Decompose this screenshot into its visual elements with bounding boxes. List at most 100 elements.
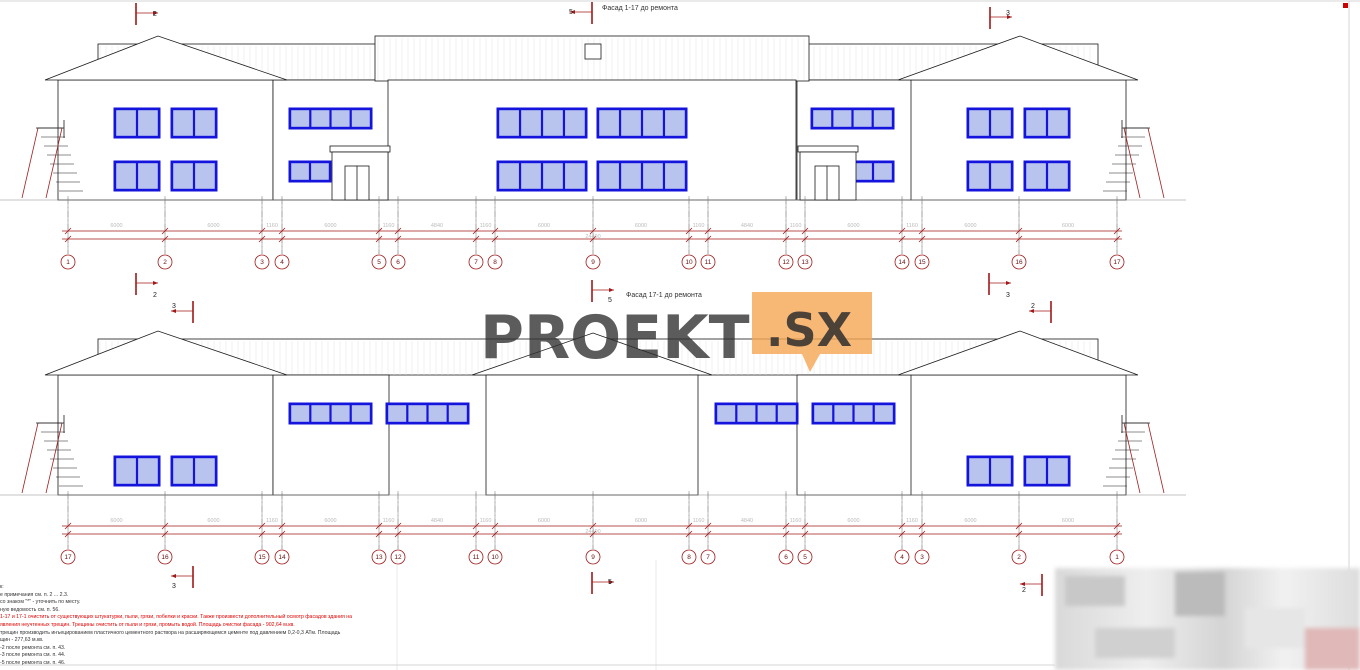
axis-bubble [585, 549, 601, 565]
axis-label: 16 [161, 554, 169, 561]
window-pane [814, 405, 833, 422]
axis-label: 11 [705, 259, 712, 266]
window-pane [195, 458, 215, 484]
dimension-tick [394, 235, 402, 243]
section-arrowhead [1029, 309, 1034, 313]
axis-bubble [274, 549, 290, 565]
dimension-tick [801, 522, 809, 530]
dimension-tick [375, 227, 383, 235]
dimension-tick [1015, 235, 1023, 243]
section-label: 5 [608, 297, 612, 304]
axis-bubble [700, 254, 716, 270]
window-pane [311, 110, 330, 127]
axis-bubble [894, 254, 910, 270]
dimension-tick [375, 530, 383, 538]
dimension-tick [589, 227, 597, 235]
dimension-tick [801, 530, 809, 538]
dimension-label: 6000 [964, 223, 976, 229]
stair-railing [1123, 127, 1141, 199]
dimension-tick [801, 235, 809, 243]
axis-bubble [1109, 549, 1125, 565]
window-pane [854, 163, 872, 180]
window-frame [714, 402, 799, 425]
dimension-tick [278, 522, 286, 530]
dimension-tick [898, 522, 906, 530]
dimension-tick [1113, 522, 1121, 530]
window-pane [543, 163, 563, 189]
window-pane [311, 163, 329, 180]
stair-railing [1147, 127, 1165, 199]
window-pane [737, 405, 756, 422]
axis-label: 1 [66, 259, 70, 266]
dimension-tick [589, 530, 597, 538]
section-mark: 3 [171, 301, 194, 323]
section-label: 3 [172, 303, 176, 310]
axis-bubble [1109, 254, 1125, 270]
dimension-tick [64, 227, 72, 235]
dimension-tick [161, 522, 169, 530]
window-block [1023, 455, 1071, 487]
window-block [288, 160, 332, 183]
dimension-tick [161, 235, 169, 243]
section-arrowhead [609, 580, 614, 584]
note-line: со знаком "*" - уточнить по месту. [0, 599, 81, 606]
dimension-label: 6000 [1062, 518, 1074, 524]
dimension-tick [898, 235, 906, 243]
axis-bubble [390, 254, 406, 270]
window-frame [288, 402, 373, 425]
dimension-label: 1160 [693, 518, 705, 524]
section-arrowhead [570, 10, 575, 14]
dimension-label: 4840 [431, 518, 443, 524]
window-pane [388, 405, 407, 422]
axis-bubble [487, 254, 503, 270]
entrance-stair [21, 120, 83, 199]
window-pane [499, 110, 519, 136]
left-wing-wall [57, 374, 274, 496]
axis-bubble [157, 549, 173, 565]
axis-bubble [390, 549, 406, 565]
axis-bubble [468, 549, 484, 565]
window-pane [499, 163, 519, 189]
axis-label: 9 [591, 554, 595, 561]
axis-label: 6 [784, 554, 788, 561]
window-pane [834, 405, 853, 422]
dimension-label: 6000 [635, 223, 647, 229]
axis-bubble [487, 549, 503, 565]
axis-bubble [254, 254, 270, 270]
window-pane [116, 458, 136, 484]
window-pane [116, 110, 136, 136]
axis-bubble [1011, 254, 1027, 270]
axis-bubble [1011, 549, 1027, 565]
dimension-tick [589, 522, 597, 530]
window-block [811, 402, 896, 425]
section-arrowhead [1020, 582, 1025, 586]
entrance-stair [1103, 415, 1165, 494]
window-block [288, 402, 373, 425]
stair-railing [1147, 422, 1165, 494]
note-line: к: [0, 584, 4, 590]
dimension-tick [704, 522, 712, 530]
dimension-tick [375, 522, 383, 530]
section-mark: 2 [1020, 574, 1043, 596]
axis-bubble [254, 549, 270, 565]
dimension-tick [1113, 227, 1121, 235]
window-pane [991, 110, 1011, 136]
dimension-tick [685, 227, 693, 235]
section-mark: 2 [1029, 301, 1052, 323]
axis-label: 8 [687, 554, 691, 561]
stair-railing [45, 127, 63, 199]
window-pane [291, 405, 310, 422]
window-pane [969, 163, 989, 189]
dimension-label: 1160 [906, 518, 918, 524]
section-arrowhead [1006, 281, 1011, 285]
dimension-tick [1113, 235, 1121, 243]
section-label: 3 [1006, 292, 1010, 299]
window-pane [1048, 163, 1068, 189]
dimension-tick [898, 530, 906, 538]
section-arrowhead [153, 11, 158, 15]
section-mark: 5 [569, 2, 593, 24]
dimension-tick [918, 227, 926, 235]
note-line: -3 после ремонта см. п. 44. [0, 652, 66, 659]
window-pane [813, 110, 832, 127]
window-pane [1026, 163, 1046, 189]
